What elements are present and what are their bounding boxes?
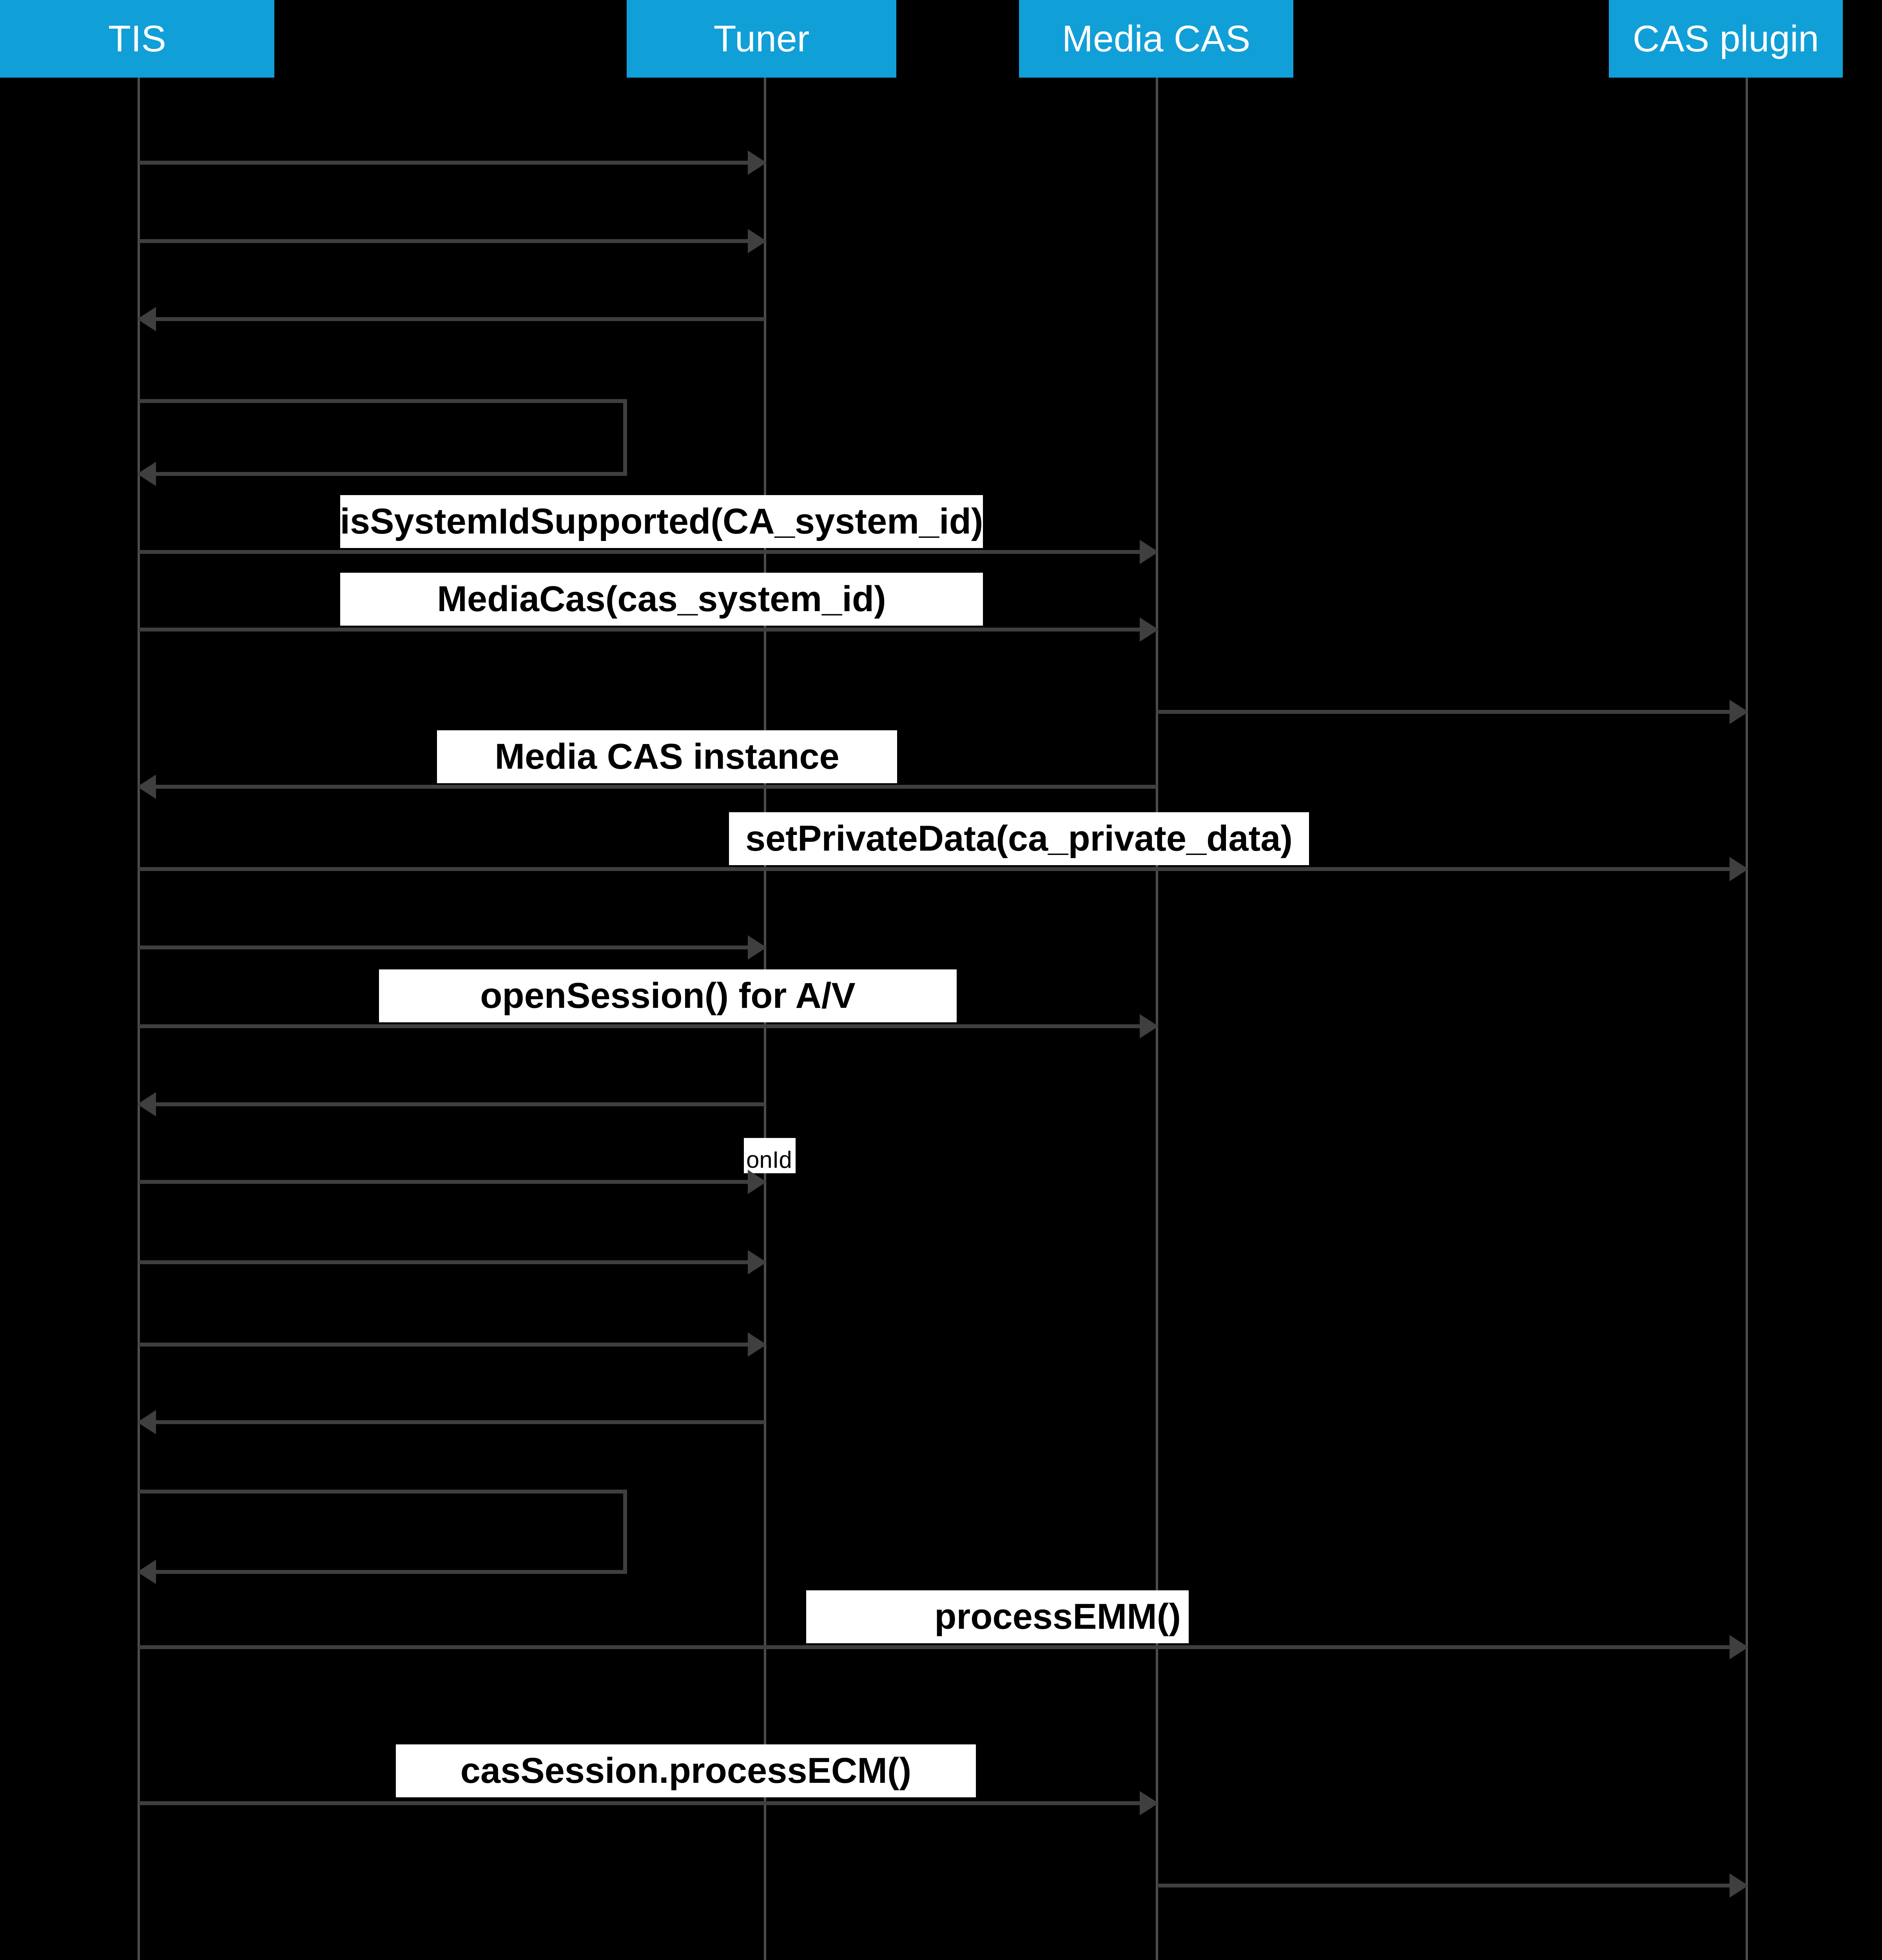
participant-tis-top: TIS — [0, 0, 274, 78]
self-message-top-line — [139, 399, 627, 403]
message-arrow-media-cas-to-cas-plugin-2 — [1157, 1873, 1748, 1898]
message-arrow-process-emm — [139, 1635, 1748, 1659]
message-arrow-tuner-to-tis-3 — [137, 1410, 765, 1434]
participant-tuner-top: Tuner — [627, 0, 896, 78]
message-label-set-private-data: setPrivateData(ca_private_data) — [729, 812, 1309, 865]
lifeline-tis — [138, 78, 140, 1960]
self-message-right-line — [623, 399, 627, 476]
lifeline-cas-plugin — [1746, 78, 1748, 1960]
message-arrow-tuner-to-tis-2 — [137, 1092, 765, 1116]
message-label-mediacas-constructor: MediaCas(cas_system_id) — [340, 573, 983, 626]
message-label-is-system-id-supported: isSystemIdSupported(CA_system_id) — [340, 495, 983, 548]
message-arrow-mediacas-constructor — [139, 617, 1159, 642]
message-label-process-ecm: casSession.processECM() — [396, 1744, 976, 1797]
message-arrow-media-cas-instance — [137, 775, 1157, 799]
message-label-media-cas-instance: Media CAS instance — [437, 730, 897, 783]
message-arrow-tis-to-tuner-1 — [139, 151, 767, 175]
message-arrow-process-ecm — [139, 1791, 1159, 1815]
message-label-process-emm: processEMM() — [806, 1590, 1189, 1643]
self-message-top-line — [139, 1490, 627, 1494]
message-arrow-tis-to-tuner-4 — [139, 1250, 767, 1274]
message-arrow-open-session — [139, 1014, 1159, 1038]
message-arrow-tis-to-tuner-2 — [139, 229, 767, 253]
participant-cas-plugin-top: CAS plugin — [1609, 0, 1843, 78]
message-arrow-tuner-to-tis-1 — [137, 307, 765, 331]
self-message-return-line — [137, 462, 627, 486]
self-message-right-line — [623, 1490, 627, 1572]
message-label-on-id: onId — [744, 1138, 796, 1173]
message-arrow-on-id — [139, 1170, 767, 1194]
message-arrow-tis-to-tuner-3 — [139, 935, 767, 960]
message-label-open-session: openSession() for A/V — [379, 969, 957, 1022]
self-message-return-line — [137, 1560, 627, 1584]
participant-media-cas-top: Media CAS — [1019, 0, 1293, 78]
message-arrow-is-system-id-supported — [139, 540, 1159, 564]
message-arrow-set-private-data — [139, 857, 1748, 881]
message-arrow-tis-to-tuner-5 — [139, 1332, 767, 1357]
message-arrow-media-cas-to-cas-plugin-1 — [1157, 700, 1748, 724]
